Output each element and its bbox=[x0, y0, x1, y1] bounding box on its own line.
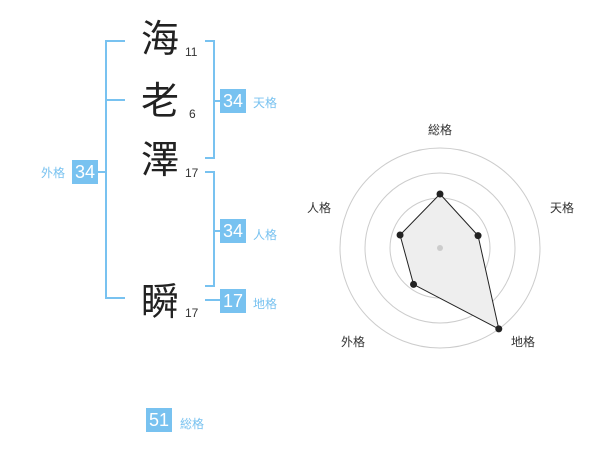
soukaku-label: 総格 bbox=[180, 417, 205, 431]
radar-label-gaikaku: 外格 bbox=[341, 335, 366, 349]
gaikaku-bracket-bottom bbox=[105, 297, 125, 299]
chikaku-connector bbox=[205, 299, 221, 301]
gaikaku-bracket bbox=[105, 40, 107, 299]
tenkaku-bracket-bottom bbox=[205, 157, 215, 159]
name-char-2: 老 bbox=[141, 79, 180, 123]
radar-point bbox=[495, 325, 503, 333]
stroke-count-1: 11 bbox=[185, 45, 198, 59]
tenkaku-bracket-top bbox=[205, 40, 215, 42]
radar-label-tenkaku: 天格 bbox=[550, 201, 575, 215]
gaikaku-connector bbox=[98, 171, 106, 173]
radar-center-dot bbox=[437, 245, 443, 251]
gaikaku-label: 外格 bbox=[41, 166, 66, 180]
radar-ring bbox=[339, 147, 541, 349]
soukaku-value: 51 bbox=[146, 408, 172, 432]
jinkaku-value: 34 bbox=[220, 219, 246, 243]
jinkaku-label: 人格 bbox=[253, 228, 278, 242]
tenkaku-bracket bbox=[213, 40, 215, 159]
name-char-1: 海 bbox=[141, 17, 180, 61]
gaikaku-value: 34 bbox=[72, 160, 98, 184]
radar-point bbox=[396, 231, 404, 239]
gaikaku-bracket-top bbox=[105, 40, 125, 42]
stroke-count-2: 6 bbox=[189, 107, 196, 121]
radar-ring bbox=[364, 172, 516, 324]
name-char-4: 瞬 bbox=[141, 280, 180, 324]
radar-point bbox=[410, 280, 418, 288]
jinkaku-connector bbox=[214, 230, 222, 232]
chikaku-value: 17 bbox=[220, 289, 246, 313]
jinkaku-bracket-bottom bbox=[205, 285, 215, 287]
radar-point bbox=[474, 232, 482, 240]
stroke-count-3: 17 bbox=[185, 166, 199, 180]
name-char-3: 澤 bbox=[141, 138, 180, 182]
tenkaku-label: 天格 bbox=[253, 96, 278, 110]
radar-label-jinkaku: 人格 bbox=[307, 201, 332, 215]
tenkaku-value: 34 bbox=[220, 89, 246, 113]
gaikaku-bracket-mid bbox=[105, 99, 125, 101]
radar-label-soukaku: 総格 bbox=[428, 123, 453, 137]
radar-shape bbox=[399, 193, 500, 330]
radar-label-chikaku: 地格 bbox=[511, 335, 536, 349]
stroke-count-4: 17 bbox=[185, 306, 199, 320]
jinkaku-bracket bbox=[213, 171, 215, 287]
radar-point bbox=[436, 190, 444, 198]
tenkaku-connector bbox=[214, 100, 222, 102]
jinkaku-bracket-top bbox=[205, 171, 215, 173]
chikaku-label: 地格 bbox=[253, 297, 278, 311]
